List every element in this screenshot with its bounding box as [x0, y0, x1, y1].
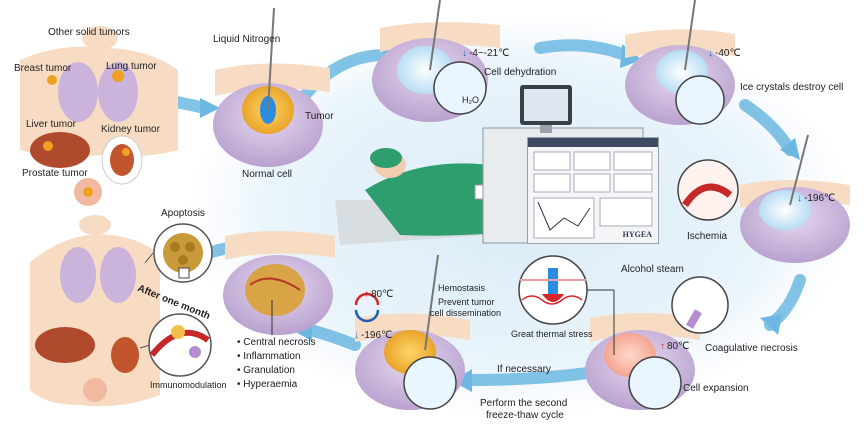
- label-lung-tumor: Lung tumor: [106, 61, 157, 72]
- label-perform-second-line1: Perform the second: [480, 398, 568, 409]
- body-bottom-left: [30, 215, 160, 407]
- temp-minus-196-right: ↓-196℃: [797, 193, 836, 204]
- device-screen: HYGEA: [527, 137, 659, 244]
- temp-80-left: ↑80℃: [364, 289, 394, 300]
- outcome-item: Hyperaemia: [237, 378, 316, 392]
- immunomodulation-inset: [148, 313, 212, 377]
- label-other-solid-tumors: Other solid tumors: [48, 27, 130, 38]
- label-if-necessary: If necessary: [497, 364, 551, 375]
- label-perform-second-line2: freeze-thaw cycle: [486, 410, 564, 421]
- label-liquid-nitrogen: Liquid Nitrogen: [213, 34, 281, 45]
- label-kidney-tumor: Kidney tumor: [101, 124, 160, 135]
- label-coagulative-necrosis: Coagulative necrosis: [705, 343, 798, 354]
- thermal-stress-inset: [518, 255, 588, 325]
- label-normal-cell: Normal cell: [242, 169, 293, 180]
- outcome-list: Central necrosis Inflammation Granulatio…: [237, 336, 316, 392]
- label-hemostasis: Hemostasis: [438, 283, 486, 293]
- label-ischemia: Ischemia: [687, 231, 728, 242]
- temp-80-right: ↑80℃: [660, 341, 690, 352]
- body-top-left: [20, 26, 178, 206]
- label-tumor: Tumor: [305, 111, 334, 122]
- stage-ice-crystal-tissue: [625, 0, 735, 125]
- temp-minus-196-left: ↓-196℃: [354, 330, 393, 341]
- label-breast-tumor: Breast tumor: [14, 63, 72, 74]
- label-great-thermal-stress: Great thermal stress: [511, 329, 593, 339]
- outcome-item: Inflammation: [237, 350, 316, 364]
- temp-minus-40: ↓-40℃: [708, 48, 741, 59]
- apoptosis-inset: [153, 223, 213, 283]
- stage-second-freeze-tissue: [355, 254, 470, 410]
- label-cell-expansion: Cell expansion: [683, 383, 749, 394]
- freeze-thaw-cycle-icon: [354, 292, 380, 323]
- label-immunomodulation: Immunomodulation: [150, 380, 227, 390]
- stage-thaw-tissue: [585, 276, 729, 410]
- device-brand: HYGEA: [622, 230, 652, 239]
- label-h2o: H₂O: [462, 95, 479, 105]
- stage-ischemia-tissue: [677, 134, 850, 263]
- label-prostate-tumor: Prostate tumor: [22, 168, 88, 179]
- label-ice-crystals: Ice crystals destroy cell: [740, 82, 844, 93]
- device-screen-ui: [528, 138, 658, 239]
- stage-tumor-tissue: [213, 7, 330, 167]
- label-prevent-tumor-line1: Prevent tumor: [438, 297, 495, 307]
- label-cell-dehydration: Cell dehydration: [484, 67, 557, 78]
- outcome-item: Granulation: [237, 364, 316, 378]
- stage-dehydration-tissue: [372, 0, 500, 122]
- stage-necrosis-tissue: [223, 231, 335, 335]
- temp-minus-4-21: ↓-4~-21℃: [462, 48, 510, 59]
- label-liver-tumor: Liver tumor: [26, 119, 77, 130]
- label-apoptosis: Apoptosis: [161, 208, 205, 219]
- outcome-item: Central necrosis: [237, 336, 315, 350]
- label-prevent-tumor-line2: cell dissemination: [430, 308, 502, 318]
- label-alcohol-steam: Alcohol steam: [621, 264, 684, 275]
